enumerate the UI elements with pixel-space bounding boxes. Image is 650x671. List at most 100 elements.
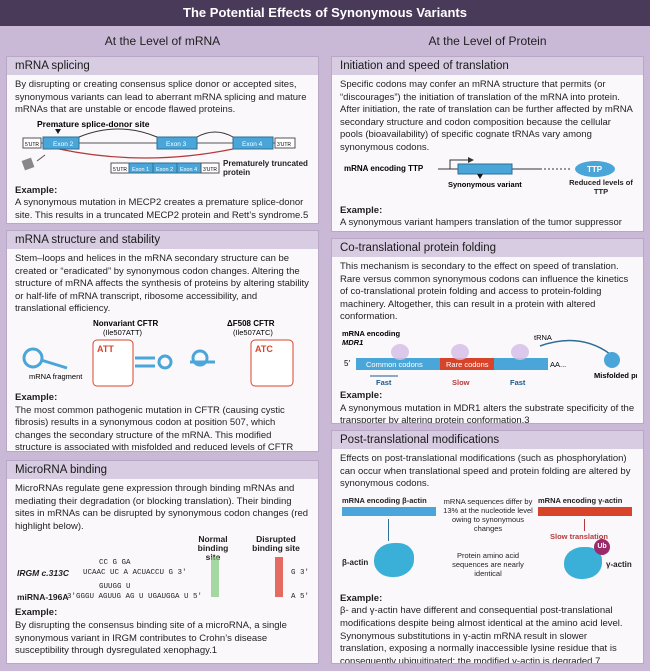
panel-heading: mRNA structure and stability: [7, 231, 318, 249]
example-text: β- and γ-actin have different and conseq…: [340, 605, 623, 664]
exon2-label: Exon 2: [53, 141, 74, 148]
rare-codons: [440, 357, 494, 370]
mirna-label: miRNA-196A: [17, 592, 69, 603]
nonvariant-label: Nonvariant CFTR: [93, 319, 159, 328]
panel-body: Effects on post-translational modificati…: [340, 453, 631, 490]
panel-body: Stem–loops and helices in the mRNA secon…: [15, 253, 309, 315]
panel-body: This mechanism is secondary to the effec…: [340, 261, 629, 323]
right-column-header: At the Level of Protein: [428, 34, 547, 48]
mrna-ttp-label: mRNA encoding TTP: [344, 164, 424, 173]
codon-att: ATT: [97, 344, 114, 354]
structure-diagram: Nonvariant CFTR (Ile507ATT) ΔF508 CFTR (…: [22, 319, 294, 387]
microrna-diagram: Normal binding site Disrupted binding si…: [15, 535, 310, 605]
example-label: Example:: [15, 391, 58, 403]
mrna-strand: [40, 358, 68, 370]
normal-highlight: [211, 557, 219, 598]
example-text: The most common pathogenic mutation in C…: [15, 404, 294, 452]
panel-body: Specific codons may confer an mRNA struc…: [340, 79, 633, 153]
utr5-label-2: 5′UTR: [113, 167, 127, 173]
aa-label: AA...: [550, 360, 566, 369]
beta-actin-protein: [374, 542, 414, 577]
example-label: Example:: [15, 607, 58, 619]
gamma-mrna-label: mRNA encoding γ-actin: [538, 495, 623, 505]
common-codons-2: [494, 357, 548, 370]
gamma-arrow: [584, 518, 585, 531]
initiation-diagram: mRNA encoding TTP Synonymous variant TTP…: [344, 156, 633, 196]
top-sequence: UCAAC UC A ACUACCU G 3′: [83, 569, 187, 578]
variant-inset: [250, 339, 294, 387]
fragment-label: mRNA fragment: [29, 372, 83, 381]
example-text: By disrupting the consensus binding site…: [15, 619, 287, 657]
mrna-loop-icon: [22, 347, 44, 369]
gamma-mrna-bar: [538, 506, 632, 516]
exon4-box: [232, 136, 274, 150]
bottom-sequence: 3′GGGU AGUUG AG U UGAUGGA U 5′: [67, 593, 203, 602]
utr5-label: 5′UTR: [25, 142, 39, 148]
panel-heading: mRNA splicing: [7, 57, 318, 75]
rare-label: Rare codons: [446, 360, 489, 369]
panel-mrna-structure: mRNA structure and stability Stem–loops …: [6, 230, 319, 452]
utr3-label: 3′UTR: [277, 142, 291, 148]
exon3-box: [156, 136, 198, 150]
ribosome: [451, 343, 469, 360]
example-label: Example:: [15, 184, 58, 196]
codon-atc: ATC: [255, 344, 273, 354]
alt-loop-icon: [191, 349, 209, 367]
panel-microrna-binding: MicroRNA binding MicroRNAs regulate gene…: [6, 460, 319, 664]
posttrans-diagram: mRNA encoding β-actin mRNA encoding γ-ac…: [340, 495, 635, 591]
fast-label-2: Fast: [510, 378, 526, 387]
mrna-difference-note: mRNA sequences differ by 13% at the nucl…: [443, 496, 533, 533]
mdr1-label: MDR1: [342, 338, 363, 347]
example-label: Example:: [340, 389, 383, 401]
folding-diagram: mRNA encoding MDR1 5′ Common codons Rare…: [342, 329, 637, 387]
ribosome: [511, 343, 529, 360]
gene-label: IRGM c.313C: [17, 568, 69, 579]
beta-mrna-label: mRNA encoding β-actin: [342, 495, 427, 505]
mrna-mdr1-label: mRNA encoding: [342, 329, 400, 338]
ubiquitin-badge: Ub: [594, 538, 610, 555]
helix-loop: [157, 354, 173, 370]
figure-title: The Potential Effects of Synonymous Vari…: [0, 0, 650, 26]
ribosome: [391, 343, 409, 360]
example-label: Example:: [340, 204, 383, 216]
reduced-levels-label: Reduced levels of TTP: [569, 178, 633, 196]
degraded-fragment: [21, 157, 35, 171]
panel-heading: MicroRNA binding: [7, 461, 318, 479]
common-label-1: Common codons: [366, 360, 423, 369]
left-column-header: At the Level of mRNA: [104, 34, 221, 48]
fragment-arrow: [36, 154, 46, 162]
beta-actin-label: β-actin: [342, 557, 369, 567]
disrupted-highlight: [275, 557, 283, 598]
misfolded-protein-icon: [604, 351, 620, 368]
common-codons-1: [356, 357, 440, 370]
transcription-start: [449, 159, 468, 169]
example-text: A synonymous mutation in MECP2 creates a…: [15, 197, 309, 221]
panel-heading: Co-translational protein folding: [332, 239, 643, 257]
exon4-label: Exon 4: [242, 141, 263, 148]
variant-label: ΔF508 CFTR: [227, 319, 275, 328]
helix-strand: [135, 356, 155, 368]
exon4-label-2: Exon 4: [180, 167, 197, 173]
trna-label: tRNA: [534, 333, 552, 342]
ttp-label: TTP: [587, 165, 603, 174]
panel-body: MicroRNAs regulate gene expression throu…: [15, 483, 309, 532]
disrupted-site-label: Disrupted binding site: [252, 534, 300, 554]
top-prefix: CC G GA: [99, 559, 131, 568]
truncated-protein-label: Prematurely truncated protein: [223, 158, 308, 177]
beta-arrow: [388, 518, 389, 541]
slow-label: Slow: [452, 378, 470, 387]
aberrant-splice-arc: [58, 148, 234, 159]
normal-splice-arc: [78, 128, 158, 138]
nonvariant-inset: [92, 339, 134, 387]
five-prime-label: 5′: [344, 359, 350, 368]
disrupted-end: G 3′: [291, 569, 310, 578]
splicing-diagram: Premature splice-donor site 5′UTR Exon 2…: [21, 119, 308, 177]
start-arrowhead: [468, 156, 474, 163]
example-label: Example:: [340, 592, 383, 604]
panel-initiation: Initiation and speed of translation Spec…: [331, 56, 644, 232]
beta-mrna-bar: [342, 506, 436, 516]
exon3-label: Exon 3: [166, 141, 187, 148]
panel-cotranslational-folding: Co-translational protein folding This me…: [331, 238, 644, 424]
slow-translation-label: Slow translation: [550, 531, 608, 541]
variant-label: Synonymous variant: [448, 180, 522, 189]
